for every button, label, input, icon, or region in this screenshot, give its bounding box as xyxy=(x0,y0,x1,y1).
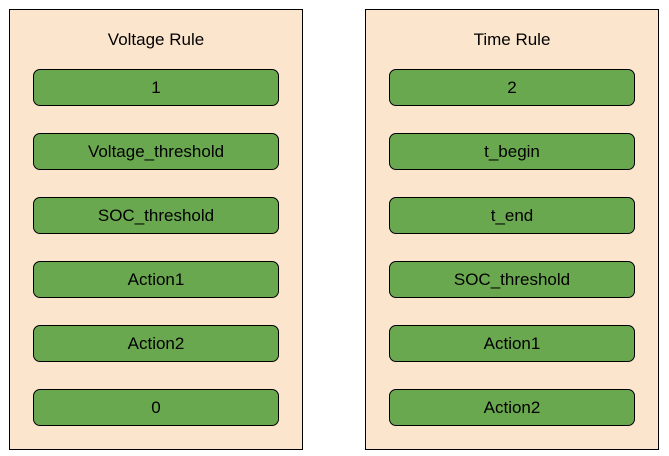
field-box: SOC_threshold xyxy=(33,197,279,234)
field-box: t_end xyxy=(389,197,635,234)
field-box: Action2 xyxy=(389,389,635,426)
panel-title: Voltage Rule xyxy=(107,30,205,49)
field-box: Action1 xyxy=(33,261,279,298)
field-box: Action2 xyxy=(33,325,279,362)
panel-title: Time Rule xyxy=(473,30,551,49)
field-box: 2 xyxy=(389,69,635,106)
field-box: SOC_threshold xyxy=(389,261,635,298)
field-box: Action1 xyxy=(389,325,635,362)
time-rule-panel: Time Rule 2 t_begin t_end SOC_threshold … xyxy=(365,9,659,450)
voltage-rule-panel: Voltage Rule 1 Voltage_threshold SOC_thr… xyxy=(9,9,303,450)
field-box: 0 xyxy=(33,389,279,426)
field-box: t_begin xyxy=(389,133,635,170)
field-box: Voltage_threshold xyxy=(33,133,279,170)
field-box: 1 xyxy=(33,69,279,106)
